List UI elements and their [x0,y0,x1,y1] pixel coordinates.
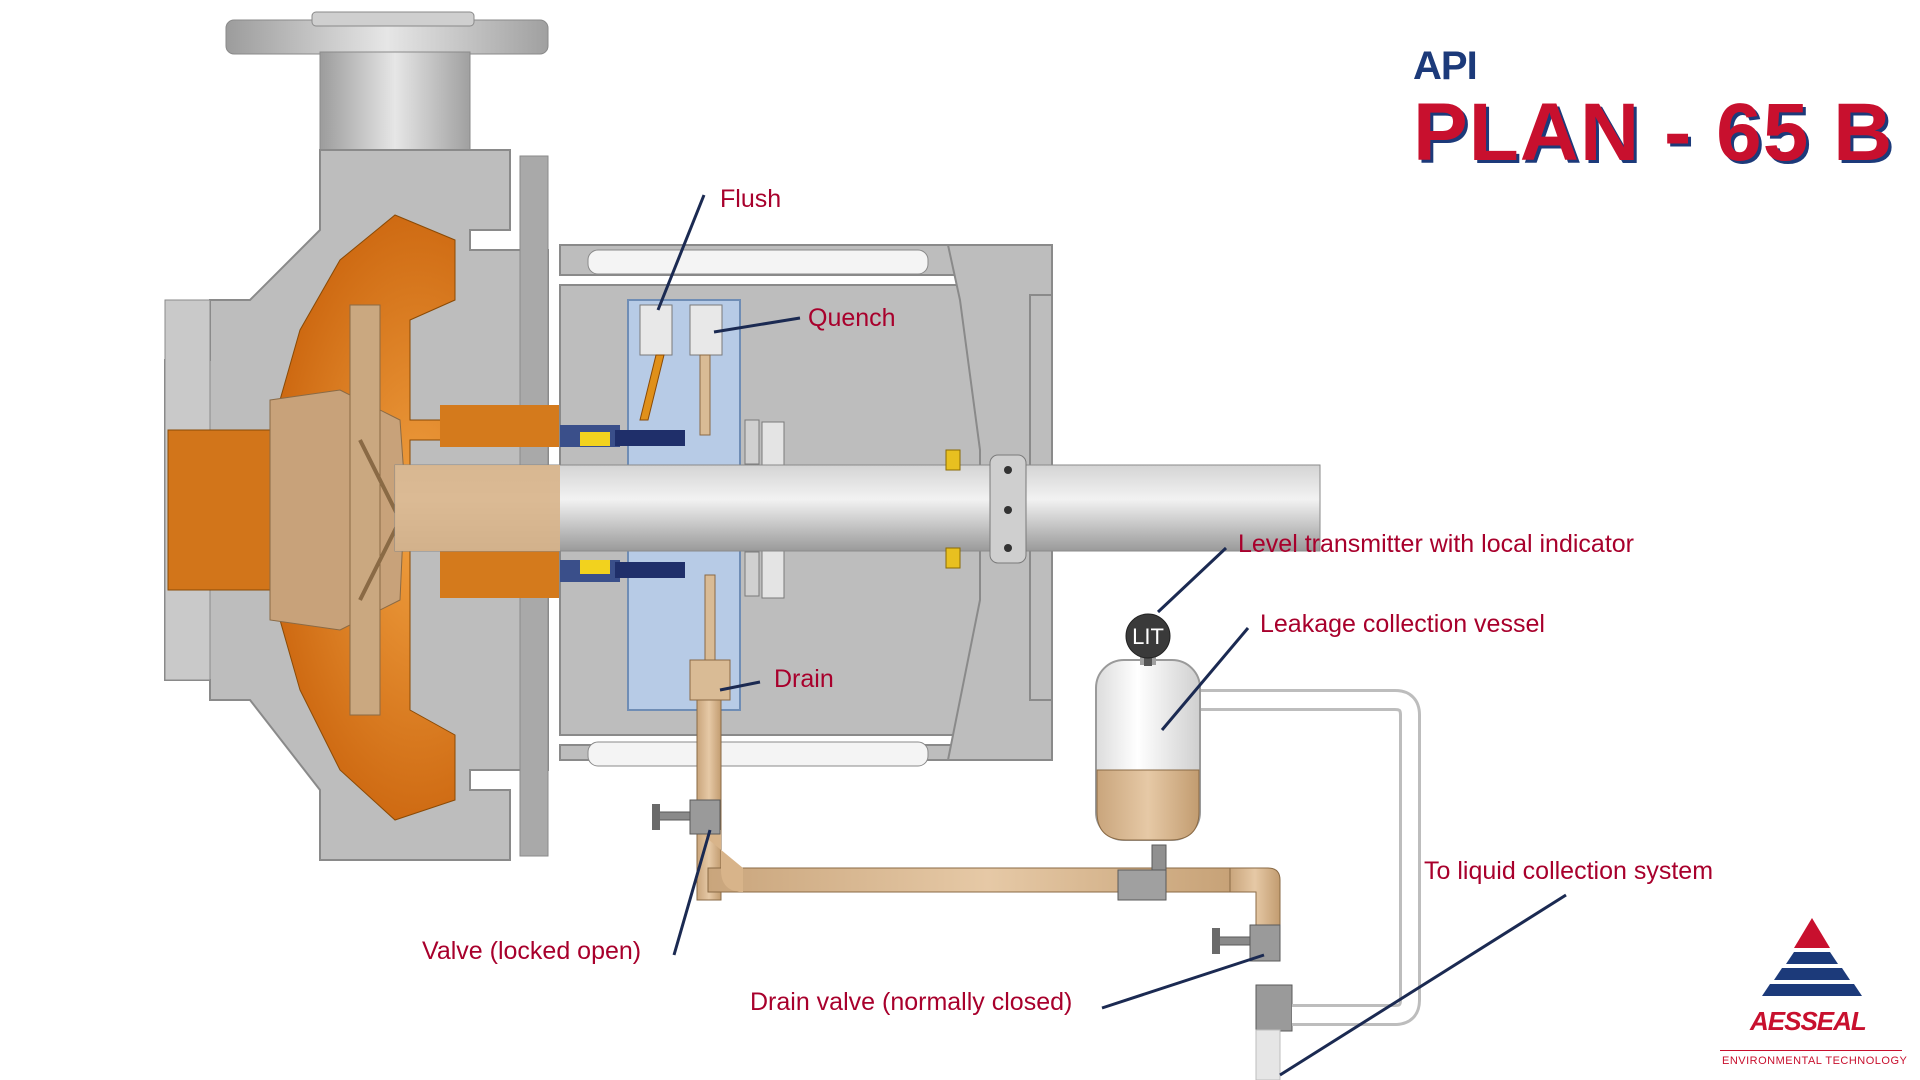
pump-shaft [394,449,1321,569]
discharge-flange [225,11,549,163]
drain-piping [652,689,1421,1080]
page-title: PLAN - 65 B [1413,87,1894,178]
logo-wordmark: AESSEAL [1750,1006,1867,1036]
lit-tag: LIT [1132,624,1164,649]
logo-divider [1720,1050,1902,1051]
label-level-transmitter: Level transmitter with local indicator [1238,530,1634,558]
label-quench: Quench [808,304,896,332]
label-drain: Drain [774,665,834,693]
title-api-prefix: API [1413,44,1478,88]
label-valve-locked-open: Valve (locked open) [422,937,642,965]
label-drain-valve: Drain valve (normally closed) [750,988,1073,1016]
aesseal-logo-mark [1762,918,1862,996]
label-to-liquid-collection: To liquid collection system [1424,857,1714,885]
impeller [269,304,406,716]
label-flush: Flush [720,185,782,213]
level-transmitter-lit: LIT [1125,613,1171,666]
logo-tagline: ENVIRONMENTAL TECHNOLOGY [1722,1055,1908,1067]
leader-lines [656,194,1567,1077]
label-leakage-collection-vessel: Leakage collection vessel [1260,610,1545,638]
leakage-collection-vessel [1095,655,1201,841]
